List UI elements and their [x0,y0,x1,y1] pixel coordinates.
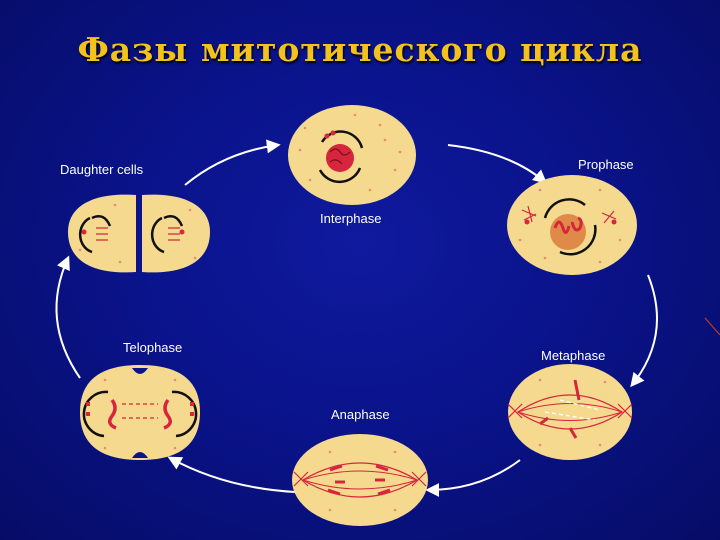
arrow-daughter-to-interphase [184,139,281,186]
decorative-line [704,317,720,336]
prophase-cell [507,175,637,275]
interphase-label: Interphase [320,211,382,226]
metaphase-label: Metaphase [541,348,606,363]
metaphase-cell [507,364,633,460]
arrow-metaphase-to-anaphase [425,459,521,497]
anaphase-label: Anaphase [331,407,390,422]
daughter-cells-label: Daughter cells [60,162,144,177]
daughter-cells [68,194,210,273]
cycle-arrows [55,139,658,497]
anaphase-cell [292,434,428,526]
arrow-interphase-to-prophase [447,144,548,184]
telophase-label: Telophase [123,340,183,355]
prophase-label: Prophase [578,157,634,172]
slide-title: Фазы митотического цикла [77,30,643,69]
arrow-anaphase-to-telophase [167,456,296,493]
arrow-telophase-to-daughter [55,255,81,379]
interphase-cell [288,105,416,205]
telophase-cell [80,365,200,460]
arrow-prophase-to-metaphase [630,274,658,388]
